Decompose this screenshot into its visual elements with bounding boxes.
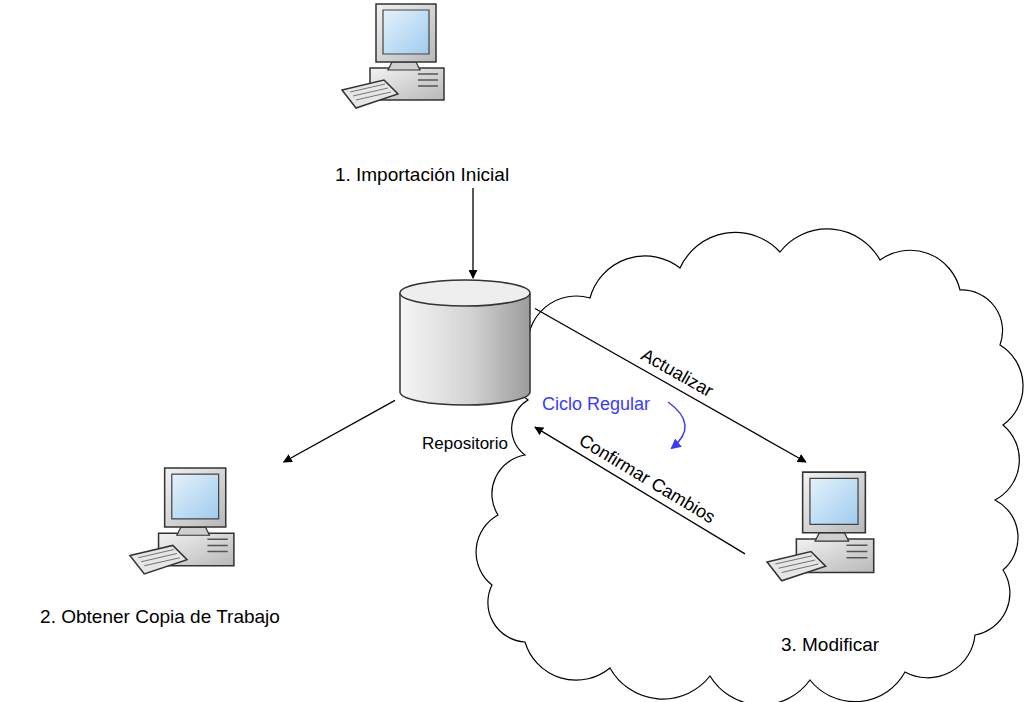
- repository-cylinder: [400, 280, 530, 405]
- repository-node: Repositorio: [395, 278, 535, 456]
- node-label: Repositorio: [422, 434, 508, 454]
- connector-arrow: [284, 400, 395, 462]
- node-label: 2. Obtener Copia de Trabajo: [40, 606, 280, 628]
- computer-icon: [342, 4, 444, 108]
- node-label: 3. Modificar: [781, 634, 879, 656]
- node-label: 1. Importación Inicial: [335, 164, 509, 186]
- computer-node: 1. Importación Inicial: [327, 0, 518, 188]
- cycle-arrow: [668, 402, 685, 448]
- computer-node: 3. Modificar: [745, 462, 915, 658]
- cycle-label: Ciclo Regular: [542, 394, 650, 415]
- connector-arrow: [535, 427, 745, 554]
- connector-arrow: [472, 188, 473, 278]
- computer-icon: [130, 468, 234, 574]
- computer-icon: [767, 472, 874, 581]
- connector-arrow: [535, 309, 806, 463]
- computer-node: 2. Obtener Copia de Trabajo: [32, 462, 288, 630]
- cloud-outline: [476, 229, 1023, 702]
